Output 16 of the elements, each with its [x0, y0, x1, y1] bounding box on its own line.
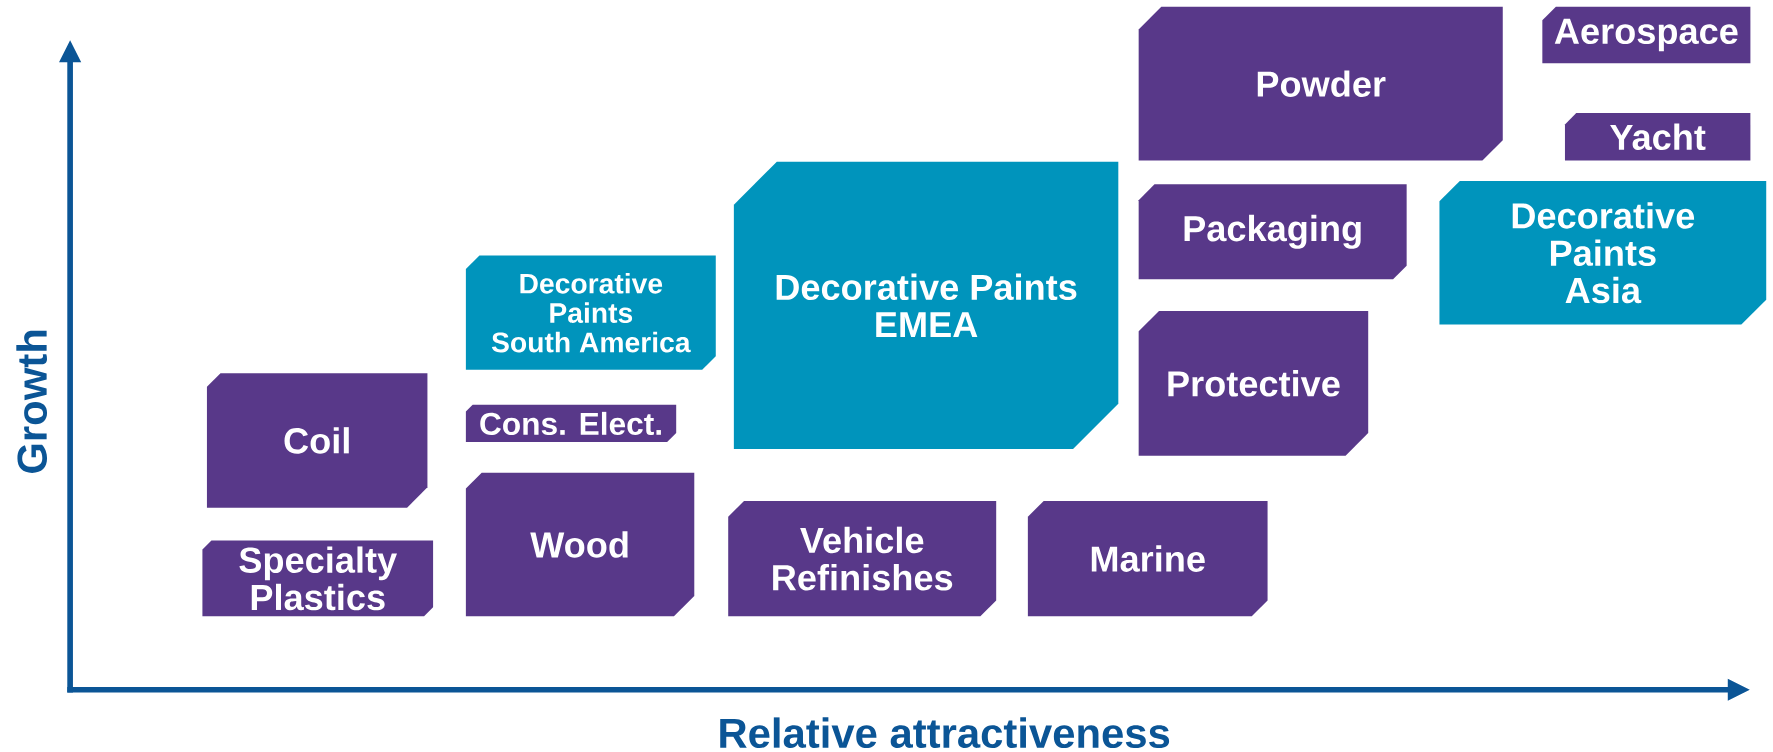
segment-box: Marine — [1027, 500, 1268, 617]
segment-box: Decorative Paints Asia — [1439, 180, 1767, 325]
segment-box: Specialty Plastics — [202, 540, 434, 617]
segment-box: Protective — [1138, 311, 1369, 456]
segment-box: Aerospace — [1542, 6, 1751, 64]
segment-box: Cons. Elect. — [465, 404, 677, 443]
segment-box: Yacht — [1564, 113, 1751, 161]
segment-box: Powder — [1138, 6, 1503, 161]
segment-box: Decorative Paints South America — [465, 255, 716, 370]
segment-box: Packaging — [1138, 184, 1407, 280]
segment-box: Coil — [206, 373, 428, 508]
segment-box: Wood — [465, 472, 695, 617]
segment-box: Vehicle Refinishes — [728, 500, 997, 617]
axis-title: Growth — [16, 330, 48, 473]
segment-box: Decorative Paints EMEA — [733, 161, 1119, 449]
axis-title: Relative attractiveness — [720, 717, 1170, 749]
